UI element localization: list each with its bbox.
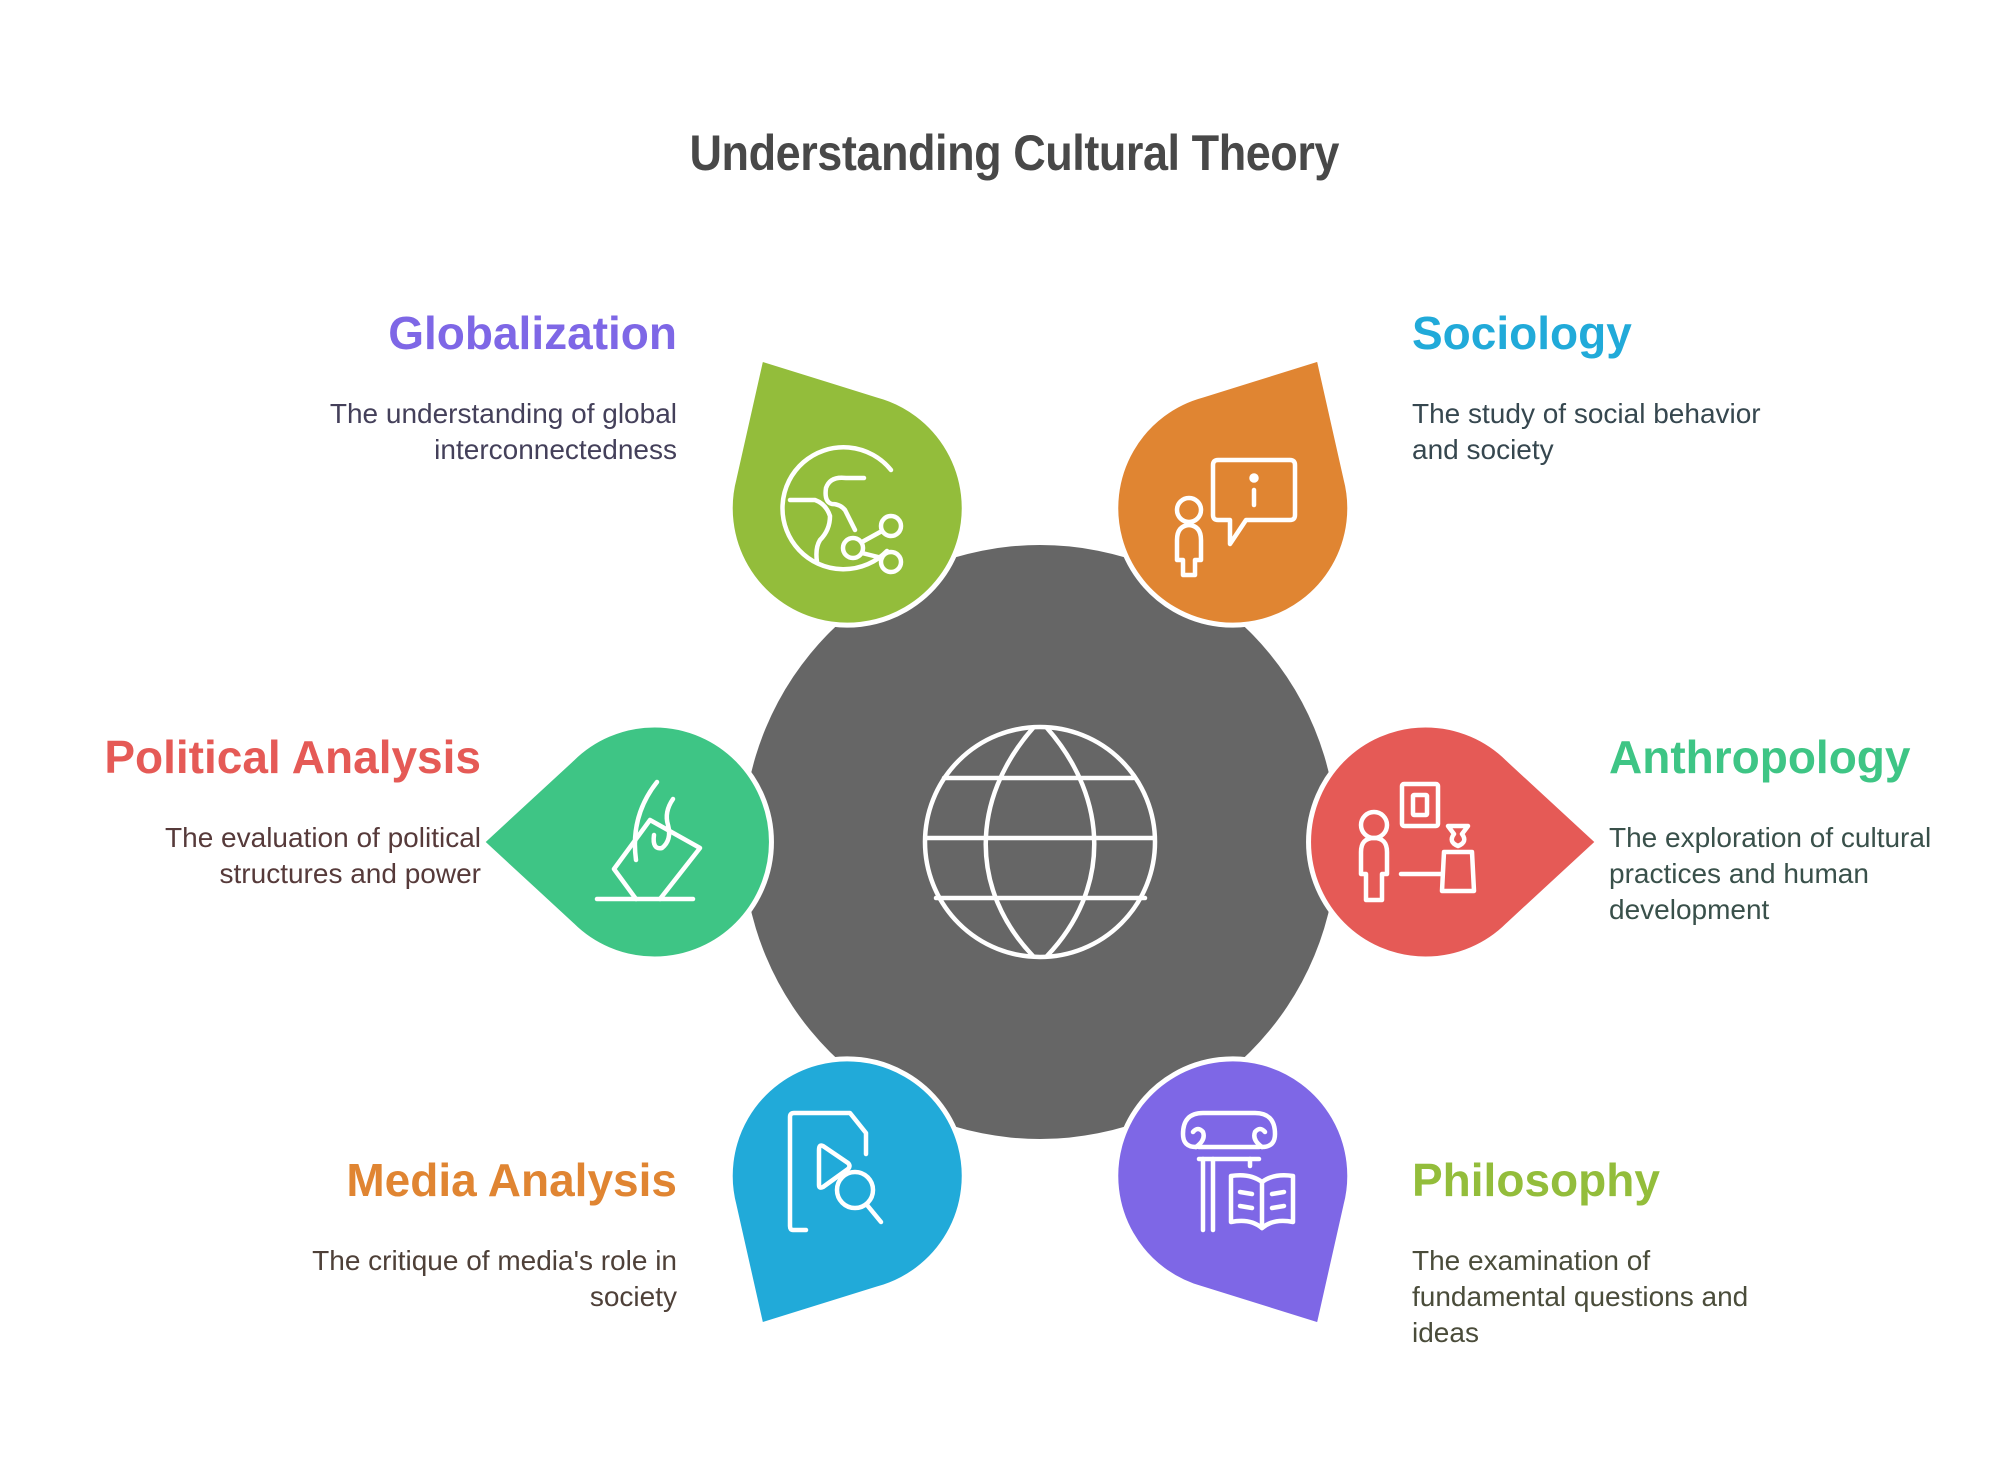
description-philosophy: The examination of fundamental questions… (1412, 1245, 1749, 1348)
item-globalization: Globalization The understanding of globa… (157, 306, 677, 468)
description-media-analysis: The critique of media's role in society (312, 1245, 677, 1312)
description-sociology: The study of social behavior and society (1412, 398, 1761, 465)
description-globalization: The understanding of global interconnect… (329, 398, 677, 465)
center-hub (743, 545, 1337, 1139)
item-sociology: Sociology The study of social behavior a… (1412, 306, 1932, 468)
description-anthropology: The exploration of cultural practices an… (1609, 822, 1932, 925)
teardrop-anthropology (478, 722, 774, 962)
heading-political-analysis: Political Analysis (104, 731, 481, 783)
heading-media-analysis: Media Analysis (346, 1154, 677, 1206)
item-political-analysis: Political Analysis The evaluation of pol… (0, 730, 481, 892)
ballot-box-icon (594, 779, 703, 902)
heading-philosophy: Philosophy (1412, 1154, 1660, 1206)
diagram-title: Understanding Cultural Theory (689, 125, 1339, 181)
heading-globalization: Globalization (388, 307, 677, 359)
person-info-icon (1174, 457, 1298, 578)
teardrop-media-analysis (1113, 355, 1353, 628)
description-political-analysis: The evaluation of political structures a… (165, 822, 481, 889)
column-book-icon (1180, 1110, 1296, 1233)
teardrop-philosophy (727, 355, 967, 628)
item-media-analysis: Media Analysis The critique of media's r… (157, 1153, 677, 1315)
item-anthropology: Anthropology The exploration of cultural… (1609, 730, 2015, 928)
museum-visitor-icon (1358, 781, 1477, 903)
globe-network-icon (780, 445, 904, 575)
item-philosophy: Philosophy The examination of fundamenta… (1412, 1153, 1932, 1351)
media-search-icon (787, 1110, 884, 1233)
heading-anthropology: Anthropology (1609, 731, 1911, 783)
globe-icon (922, 724, 1158, 960)
heading-sociology: Sociology (1412, 307, 1632, 359)
